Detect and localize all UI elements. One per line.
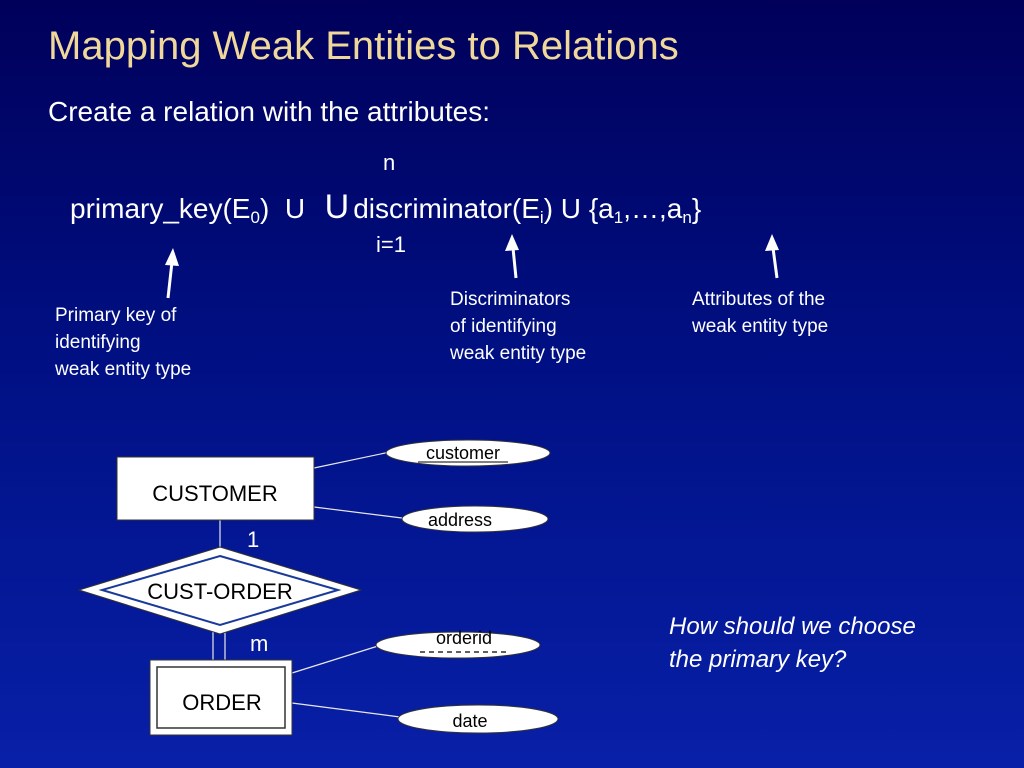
attr-orderid-label: orderid bbox=[436, 628, 492, 648]
attr-orderid bbox=[375, 631, 541, 659]
slide-title: Mapping Weak Entities to Relations bbox=[48, 24, 679, 68]
attr-customer-label: customer bbox=[426, 443, 500, 463]
note-primary-key: Primary key of identifying weak entity t… bbox=[55, 305, 192, 380]
arrow-pk-head bbox=[165, 248, 179, 266]
cust-order-relationship-inner bbox=[98, 554, 342, 627]
primary-key-question: How should we choose the primary key? bbox=[669, 613, 916, 673]
attr-address bbox=[401, 505, 549, 533]
line-date-attr bbox=[291, 702, 401, 718]
order-entity-label: ORDER bbox=[182, 690, 261, 715]
formula-disc-text: discriminator(E bbox=[353, 193, 540, 224]
formula-disc-close: ) bbox=[543, 193, 554, 224]
formula-pk-close: ) bbox=[259, 193, 270, 224]
note-attributes: Attributes of the weak entity type bbox=[692, 289, 829, 337]
union-lower-limit: i=1 bbox=[376, 232, 406, 257]
annotation-arrows bbox=[165, 234, 779, 299]
formula-pk-text: primary_key(E bbox=[70, 193, 251, 224]
customer-entity-label: CUSTOMER bbox=[152, 481, 278, 506]
attr-customer bbox=[385, 439, 551, 467]
cust-order-relationship bbox=[77, 546, 363, 635]
formula-disc-sub: i bbox=[539, 208, 544, 227]
arrow-pk bbox=[166, 261, 174, 299]
slide-subtitle: Create a relation with the attributes: bbox=[48, 96, 491, 127]
union-upper-limit: n bbox=[383, 150, 396, 175]
customer-entity bbox=[116, 456, 315, 521]
formula-attrs-mid: ,…,a bbox=[623, 193, 683, 224]
er-connectors bbox=[212, 451, 403, 718]
order-entity bbox=[149, 659, 293, 736]
line-customer-attr bbox=[313, 451, 391, 469]
formula-attrs-close: } bbox=[691, 193, 702, 224]
attr-address-label: address bbox=[428, 510, 492, 530]
formula-pk-sub: 0 bbox=[250, 208, 260, 227]
formula-attrs-subn: n bbox=[682, 208, 692, 227]
arrow-attrs bbox=[771, 247, 779, 279]
formula-attrs-sub1: 1 bbox=[613, 208, 624, 227]
arrow-attrs-head bbox=[765, 234, 779, 251]
cardinality-many: m bbox=[250, 631, 268, 656]
formula-big-union: U bbox=[324, 188, 350, 226]
formula-union-op: U bbox=[284, 193, 306, 224]
cardinality-one: 1 bbox=[247, 527, 259, 552]
note-discriminators: Discriminators of identifying weak entit… bbox=[450, 289, 587, 364]
line-orderid-attr bbox=[291, 645, 379, 674]
arrow-disc bbox=[511, 247, 518, 279]
cust-order-label: CUST-ORDER bbox=[147, 579, 292, 604]
formula-attrs-open: {a bbox=[588, 193, 614, 224]
arrow-disc-head bbox=[505, 234, 519, 251]
line-address-attr bbox=[313, 506, 403, 519]
order-entity-inner bbox=[156, 666, 286, 729]
attr-date-label: date bbox=[452, 711, 487, 731]
attr-date bbox=[397, 704, 559, 734]
formula-union-op-2: U bbox=[560, 193, 582, 224]
